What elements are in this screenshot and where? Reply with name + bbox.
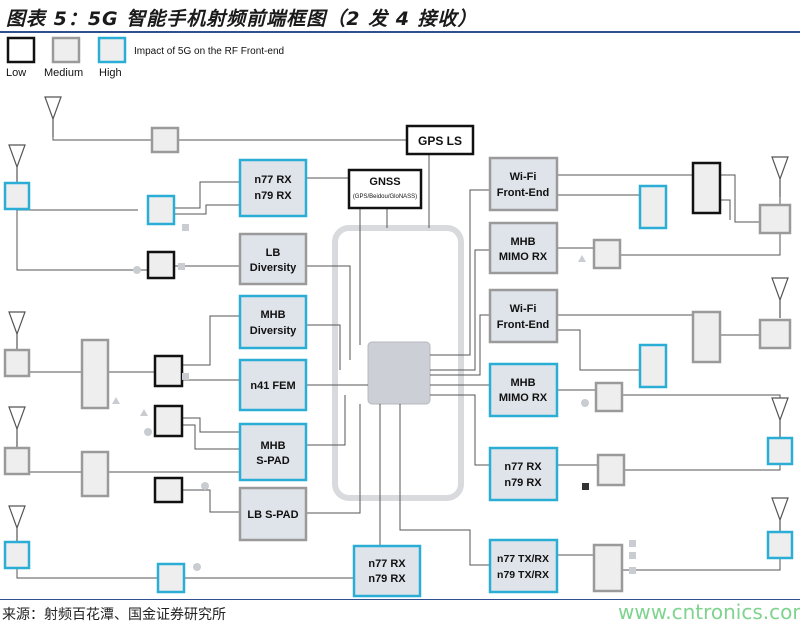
mhb-mimo-rx-block-2 (488, 362, 559, 418)
legend: Low Medium High Impact of 5G on the RF F… (6, 36, 284, 79)
mhb-mimo-rx-block-1 (488, 221, 559, 275)
bottom-n77-n79-rx-block (352, 544, 422, 598)
switch-icon (592, 543, 624, 593)
rf-components (3, 126, 794, 594)
right-n79-label: n79 RX (504, 477, 542, 489)
mhb-diversity-label-1: MHB (260, 309, 285, 321)
antenna-tuner-icon (3, 540, 31, 570)
antenna-icon (8, 311, 26, 353)
antenna-tuner-icon (3, 446, 31, 476)
mhb-mimo1-label-2: MIMO RX (499, 251, 548, 263)
mhb-mimo2-label-2: MIMO RX (499, 392, 548, 404)
switch-icon (146, 250, 176, 280)
gnss-sub-label: (GPS/Beidou/GloNASS) (353, 194, 417, 200)
left-n77-label: n77 RX (254, 174, 292, 186)
switch-icon (146, 194, 176, 226)
wifi-frontend-block-2 (488, 288, 559, 344)
switch-icon (153, 354, 184, 388)
antenna-icon (8, 144, 26, 186)
filter-bank-icon (691, 161, 722, 215)
antenna-tuner-icon (766, 530, 794, 560)
legend-label-low: Low (6, 67, 26, 79)
right-n77-txrx-label: n77 TX/RX (497, 553, 549, 565)
antenna-tuner-icon (3, 348, 31, 378)
antenna-icon (771, 397, 789, 439)
lb-diversity-label-1: LB (266, 247, 281, 259)
mhb-spad-label-2: S-PAD (256, 455, 289, 467)
connection-lines (16, 118, 781, 579)
watermark: www.cntronics.com (618, 600, 800, 624)
gps-ls-block (405, 124, 475, 156)
wifi-frontend-block-1 (488, 156, 559, 212)
right-n77-n79-txrx-block (488, 538, 559, 594)
phone-outline (332, 225, 464, 501)
filter-bank-icon (80, 450, 110, 498)
legend-swatch-high (97, 36, 127, 64)
page-title: 图表 5：5G 智能手机射频前端框图（2 发 4 接收） (6, 8, 478, 30)
mhb-mimo1-label-1: MHB (510, 236, 535, 248)
wifi1-label-2: Front-End (497, 187, 550, 199)
gps-ls-label: GPS LS (418, 134, 462, 148)
wifi2-label-1: Wi-Fi (510, 303, 537, 315)
bottom-n79-label: n79 RX (368, 573, 406, 585)
switch-icon (153, 476, 184, 504)
terminations (112, 224, 636, 574)
filter-bank-icon (80, 338, 110, 410)
filter-bank-icon (638, 184, 668, 230)
lb-spad-block (238, 486, 308, 542)
antenna-icon (8, 505, 26, 547)
footer-rule (0, 599, 800, 600)
legend-title: Impact of 5G on the RF Front-end (134, 46, 284, 57)
switch-icon (594, 381, 624, 413)
antennas (8, 96, 789, 547)
n41-fem-label: n41 FEM (250, 380, 295, 392)
block-labels: GPS LS GNSS (GPS/Beidou/GloNASS) n77 RX … (247, 134, 549, 585)
n41-fem-block (238, 358, 308, 412)
mhb-spad-block (238, 422, 308, 482)
mhb-diversity-label-2: Diversity (250, 325, 297, 337)
left-n77-n79-rx-block (238, 158, 308, 218)
antenna-tuner-icon (758, 318, 792, 350)
switch-icon (156, 562, 186, 594)
legend-swatch-medium (51, 36, 81, 64)
wifi1-label-1: Wi-Fi (510, 171, 537, 183)
antenna-icon (8, 406, 26, 448)
antenna-tuner-icon (758, 203, 792, 235)
gnss-label: GNSS (369, 176, 400, 188)
lb-diversity-block (238, 232, 308, 286)
source-note: 来源：射频百花潭、国金证券研究所 (2, 607, 226, 623)
filter-bank-icon (691, 310, 722, 364)
antenna-gps-icon (44, 96, 62, 138)
lb-diversity-label-2: Diversity (250, 262, 297, 274)
right-n77-n79-rx-block (488, 446, 559, 502)
antenna-tuner-icon (3, 181, 31, 211)
gps-filter-icon (150, 126, 180, 154)
switch-icon (153, 404, 184, 438)
antenna-icon (771, 156, 789, 198)
title-rule (0, 31, 800, 33)
switch-icon (596, 453, 626, 487)
gnss-block (347, 168, 423, 210)
wifi2-label-2: Front-End (497, 319, 550, 331)
left-n79-label: n79 RX (254, 190, 292, 202)
right-n79-txrx-label: n79 TX/RX (497, 569, 549, 581)
lb-spad-label: LB S-PAD (247, 509, 298, 521)
right-n77-label: n77 RX (504, 461, 542, 473)
switch-icon (592, 238, 622, 270)
antenna-tuner-icon (766, 436, 794, 466)
legend-swatch-low (6, 36, 36, 64)
main-blocks (238, 124, 559, 598)
mhb-mimo2-label-1: MHB (510, 377, 535, 389)
mhb-diversity-block (238, 294, 308, 350)
legend-label-high: High (99, 67, 122, 79)
filter-bank-icon (638, 343, 668, 389)
legend-label-medium: Medium (44, 67, 83, 79)
baseband-chip (367, 341, 431, 405)
bottom-n77-label: n77 RX (368, 558, 406, 570)
mhb-spad-label-1: MHB (260, 440, 285, 452)
antenna-icon (771, 277, 789, 319)
